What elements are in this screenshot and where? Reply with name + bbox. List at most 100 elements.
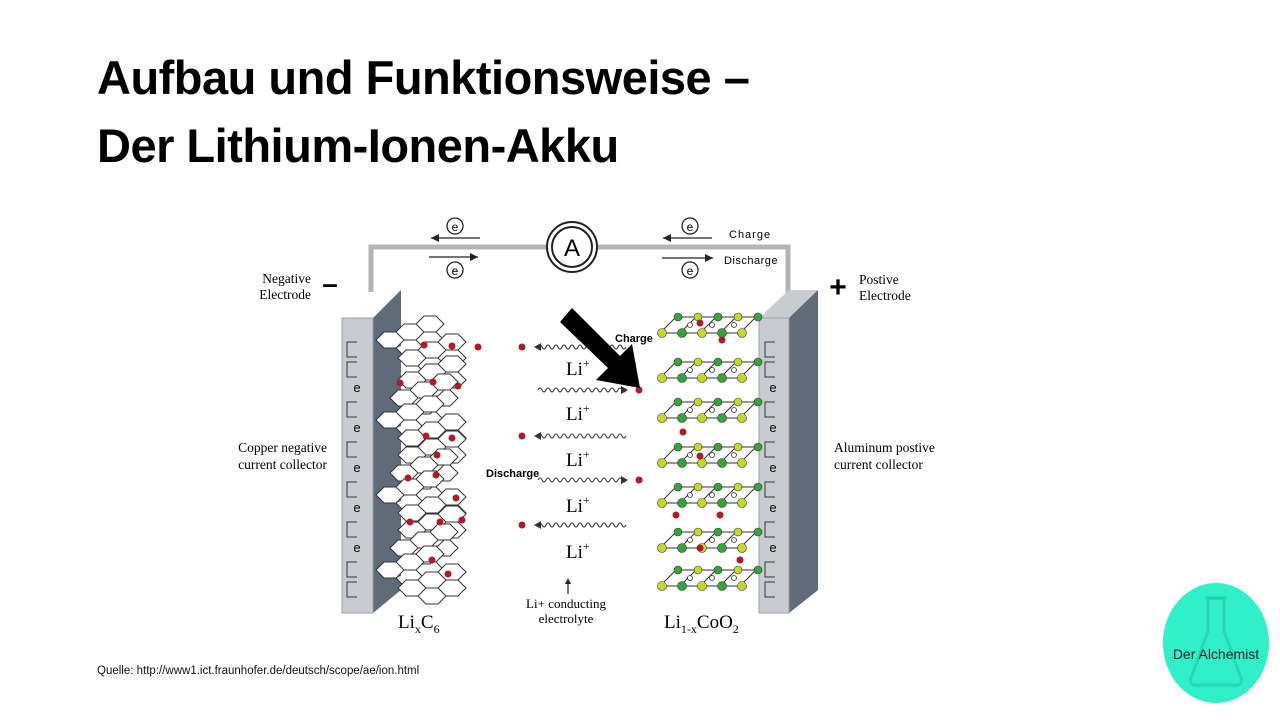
oxygen-atom [687, 452, 693, 458]
cobalt-oxygen-atom [737, 581, 747, 591]
cobalt-oxygen-atom [753, 357, 763, 367]
cobalt-oxygen-atom [677, 328, 687, 338]
cobalt-oxygen-atom [717, 458, 727, 468]
li-ion-label: Li+ [566, 493, 590, 517]
lithium-atom [404, 474, 412, 482]
cobalt-oxygen-atom [697, 498, 707, 508]
collector-bracket [764, 481, 775, 498]
oxygen-atom [731, 407, 737, 413]
cobalt-oxygen-atom [753, 527, 763, 537]
collector-bracket [346, 401, 357, 418]
oxygen-atom [731, 575, 737, 581]
cobalt-oxygen-atom [693, 357, 703, 367]
cobalt-oxygen-atom [713, 527, 723, 537]
li-ion-label: Li+ [566, 356, 590, 380]
li-ion-label: Li+ [566, 447, 590, 471]
oxygen-atom [709, 575, 715, 581]
collector-bracket [346, 361, 357, 378]
collector-bracket [764, 561, 775, 578]
cobalt-oxygen-atom [753, 442, 763, 452]
cobalt-oxygen-atom [737, 458, 747, 468]
oxygen-atom [687, 322, 693, 328]
cobalt-oxygen-atom [673, 565, 683, 575]
cobalt-oxygen-atom [713, 482, 723, 492]
collector-bracket [346, 581, 357, 598]
oxygen-atom [687, 367, 693, 373]
oxygen-atom [731, 492, 737, 498]
cobalt-oxygen-atom [733, 482, 743, 492]
lithium-atom [422, 432, 430, 440]
graphite-anode [375, 315, 482, 605]
collector-e-label: e [353, 420, 360, 435]
aluminum-collector-label-1: Aluminum postive [834, 440, 935, 455]
circuit-discharge-label: Discharge [724, 255, 778, 267]
collector-bracket [764, 361, 775, 378]
copper-collector-label-2: current collector [238, 457, 327, 472]
lithium-ion [518, 432, 526, 440]
li-ion-label: Li+ [566, 539, 590, 563]
cobalt-oxygen-atom [713, 442, 723, 452]
collector-bracket [764, 521, 775, 538]
oxygen-atom [709, 322, 715, 328]
charge-direction-arrow [560, 308, 640, 388]
cobalt-oxygen-atom [677, 543, 687, 553]
oxygen-atom [687, 492, 693, 498]
cobalt-oxygen-atom [737, 498, 747, 508]
collector-e-label: e [353, 500, 360, 515]
ammeter-label: A [564, 235, 580, 262]
cobalt-oxygen-atom [657, 328, 667, 338]
positive-sign: + [829, 271, 847, 304]
charge-arrow-label: Charge [615, 333, 653, 345]
lithium-atom [474, 343, 482, 351]
cobalt-oxygen-atom [693, 442, 703, 452]
cobalt-oxygen-atom [717, 581, 727, 591]
lithium-atom [444, 570, 452, 578]
cathode-layer [657, 312, 763, 338]
collector-bracket [346, 441, 357, 458]
lithium-atom [396, 379, 404, 387]
li-ion-label: Li+ [566, 401, 590, 425]
cobalt-oxygen-atom [713, 565, 723, 575]
cobalt-oxygen-atom [677, 458, 687, 468]
cobalt-oxygen-atom [717, 498, 727, 508]
cobalt-oxygen-atom [733, 357, 743, 367]
positive-electrode-label-2: Electrode [859, 288, 911, 303]
cobalt-oxygen-atom [697, 581, 707, 591]
cobalt-oxygen-atom [673, 312, 683, 322]
cathode-layer [657, 442, 763, 468]
cobalt-oxygen-atom [737, 328, 747, 338]
lithium-atom [716, 511, 724, 519]
cobalt-oxygen-atom [657, 413, 667, 423]
cathode-formula: Li1-xCoO2 [664, 612, 739, 636]
cobalt-oxygen-atom [733, 565, 743, 575]
cobalt-oxygen-atom [693, 527, 703, 537]
lithium-cobalt-oxide-cathode [657, 312, 763, 591]
cobalt-oxygen-atom [717, 413, 727, 423]
lithium-atom [458, 516, 466, 524]
collector-bracket [346, 561, 357, 578]
lithium-atom [432, 471, 440, 479]
cobalt-oxygen-atom [733, 312, 743, 322]
oxygen-atom [709, 537, 715, 543]
collector-e-label: e [769, 460, 776, 475]
oxygen-atom [709, 452, 715, 458]
cobalt-oxygen-atom [713, 312, 723, 322]
collector-e-label: e [353, 540, 360, 555]
cobalt-oxygen-atom [677, 498, 687, 508]
collector-bracket [346, 521, 357, 538]
cobalt-oxygen-atom [673, 527, 683, 537]
ion-path-arrow [537, 522, 627, 528]
cobalt-oxygen-atom [673, 357, 683, 367]
ion-path-arrow [537, 344, 627, 350]
oxygen-atom [687, 537, 693, 543]
collector-e-label: e [353, 380, 360, 395]
anode-formula: LixC6 [398, 612, 440, 636]
electron-symbol: e [687, 264, 694, 278]
cobalt-oxygen-atom [657, 498, 667, 508]
cobalt-oxygen-atom [733, 527, 743, 537]
cobalt-oxygen-atom [693, 482, 703, 492]
collector-bracket [764, 401, 775, 418]
title-line-1: Aufbau und Funktionsweise – [97, 51, 750, 104]
